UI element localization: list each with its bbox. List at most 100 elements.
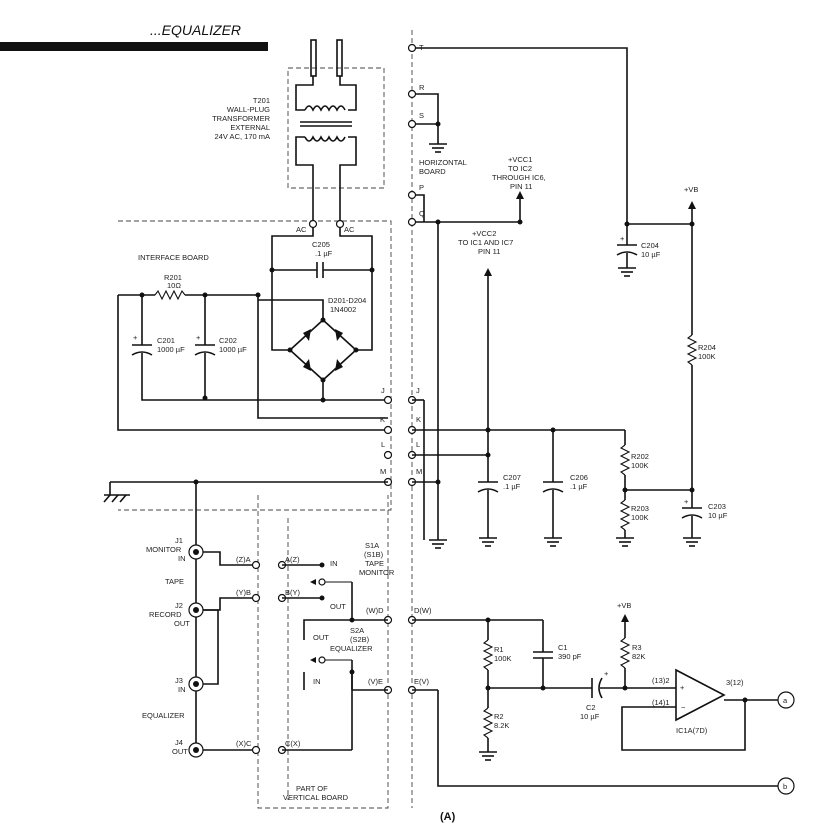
horizontal-board: T R S HORIZONTAL BOARD P Q +VCC1 TO IC2 … — [407, 43, 728, 549]
horizontal-board-label-2: BOARD — [419, 167, 446, 176]
r3-name: R3 — [632, 643, 642, 652]
c201-value: 1000 µF — [157, 345, 185, 354]
c201-name: C201 — [157, 336, 175, 345]
r201-value: 10Ω — [167, 281, 181, 290]
c204-value: 10 µF — [641, 250, 661, 259]
interface-board-outline — [118, 220, 392, 511]
r1-name: R1 — [494, 645, 504, 654]
equalizer-jacks-label: EQUALIZER — [142, 711, 185, 720]
s1-in-label: IN — [330, 559, 338, 568]
s1-line3: TAPE — [365, 559, 384, 568]
c203-plate-b — [681, 514, 703, 519]
vcc2-label: +VCC2 — [472, 229, 496, 238]
c206-value: .1 µF — [570, 482, 588, 491]
c205-name: C205 — [312, 240, 330, 249]
c204-plate-b — [616, 251, 638, 256]
label-ac-1: AC — [296, 225, 307, 234]
s2-line3: EQUALIZER — [330, 644, 373, 653]
s2-pole — [318, 656, 326, 664]
c1-name: C1 — [558, 643, 568, 652]
label-j-1: J — [381, 386, 385, 395]
label-xc: (X)C — [236, 739, 252, 748]
label-l-2: L — [416, 440, 420, 449]
c205-value: .1 µF — [315, 249, 333, 258]
r2-name: R2 — [494, 712, 504, 721]
t201-rating: 24V AC, 170 mA — [215, 132, 270, 141]
horizontal-board-label: HORIZONTAL — [419, 158, 467, 167]
pin-fb-label: (14)1 — [652, 698, 670, 707]
diode-name: D201-D204 — [328, 296, 366, 305]
opamp-plus: + — [680, 683, 685, 692]
op-amp-ic1a — [675, 668, 726, 722]
label-m-1: M — [380, 467, 386, 476]
label-by: B(Y) — [285, 588, 301, 597]
transformer-t201: T201 WALL-PLUG TRANSFORMER EXTERNAL 24V … — [212, 39, 357, 220]
j1-line2: MONITOR — [146, 545, 182, 554]
c204-name: C204 — [641, 241, 659, 250]
vb2-label: +VB — [617, 601, 631, 610]
vcc2-line2: TO IC1 AND IC7 — [458, 238, 513, 247]
vertical-board-label: PART OF — [296, 784, 328, 793]
vertical-board-terminals: (Z)A A(Z) (Y)B B(Y) (X)C C(X) — [236, 555, 353, 755]
pin-out-label: 3(12) — [726, 678, 744, 687]
header-bar — [0, 42, 268, 51]
r2-value: 8.2K — [494, 721, 509, 730]
switch-s1a[interactable]: IN OUT S1A (S1B) TAPE MONITOR — [310, 541, 395, 620]
vcc1-line3: THROUGH IC6, — [492, 173, 546, 182]
j4-line2: OUT — [172, 747, 188, 756]
figure-label: (A) — [440, 811, 456, 823]
board-outlines — [118, 30, 413, 809]
c204-plus: + — [620, 234, 625, 243]
j2-line2: RECORD — [149, 610, 182, 619]
label-cx: C(X) — [285, 739, 301, 748]
r204-value: 100K — [698, 352, 716, 361]
c207-value: .1 µF — [503, 482, 521, 491]
t201-line4: EXTERNAL — [230, 123, 270, 132]
label-ve: (V)E — [368, 677, 383, 686]
vcc1-label: +VCC1 — [508, 155, 532, 164]
ground-bus — [103, 479, 388, 503]
c203-value: 10 µF — [708, 511, 728, 520]
r203-value: 100K — [631, 513, 649, 522]
r201-resistor — [154, 289, 186, 301]
j4-label: J4 — [175, 738, 183, 747]
r204-name: R204 — [698, 343, 716, 352]
vertical-board-label-2: VERTICAL BOARD — [283, 793, 349, 802]
s2-in-label: IN — [313, 677, 321, 686]
t201-label: T201 — [253, 96, 270, 105]
ic-label: IC1A(7D) — [676, 726, 708, 735]
r202-value: 100K — [631, 461, 649, 470]
s2-line2: (S2B) — [350, 635, 370, 644]
c202-value: 1000 µF — [219, 345, 247, 354]
c201-plate-b — [131, 351, 153, 356]
c206-name: C206 — [570, 473, 588, 482]
label-ev: E(V) — [414, 677, 430, 686]
c202-plate-b — [194, 351, 216, 356]
terminal-ac-2 — [335, 219, 345, 229]
jklm-terminals: J J K K L L M M — [380, 386, 422, 487]
label-za: (Z)A — [236, 555, 251, 564]
output-a-terminal — [777, 691, 795, 709]
label-q: Q — [419, 209, 425, 218]
secondary-coil — [304, 135, 346, 142]
pin-in-label: (13)2 — [652, 676, 670, 685]
vcc1-line4: PIN 11 — [510, 182, 532, 191]
label-s: S — [419, 111, 424, 120]
label-r: R — [419, 83, 425, 92]
plug-prong-right — [336, 39, 343, 77]
output-b-label: b — [783, 782, 787, 791]
c202-name: C202 — [219, 336, 237, 345]
j1-line3: IN — [178, 554, 186, 563]
terminal-p — [407, 190, 417, 200]
j3-label: J3 — [175, 676, 183, 685]
jacks-section: J1 MONITOR IN TAPE J2 RECORD OUT J3 IN E… — [142, 482, 256, 758]
s2-label: S2A — [350, 626, 364, 635]
r1-resistor — [482, 639, 494, 671]
j1-label: J1 — [175, 536, 183, 545]
label-wd: (W)D — [366, 606, 384, 615]
r201-name: R201 — [164, 273, 182, 282]
switch-s2a[interactable]: S2A (S2B) EQUALIZER — [310, 626, 373, 690]
s1-out-label: OUT — [330, 602, 346, 611]
s1-line4: MONITOR — [359, 568, 395, 577]
